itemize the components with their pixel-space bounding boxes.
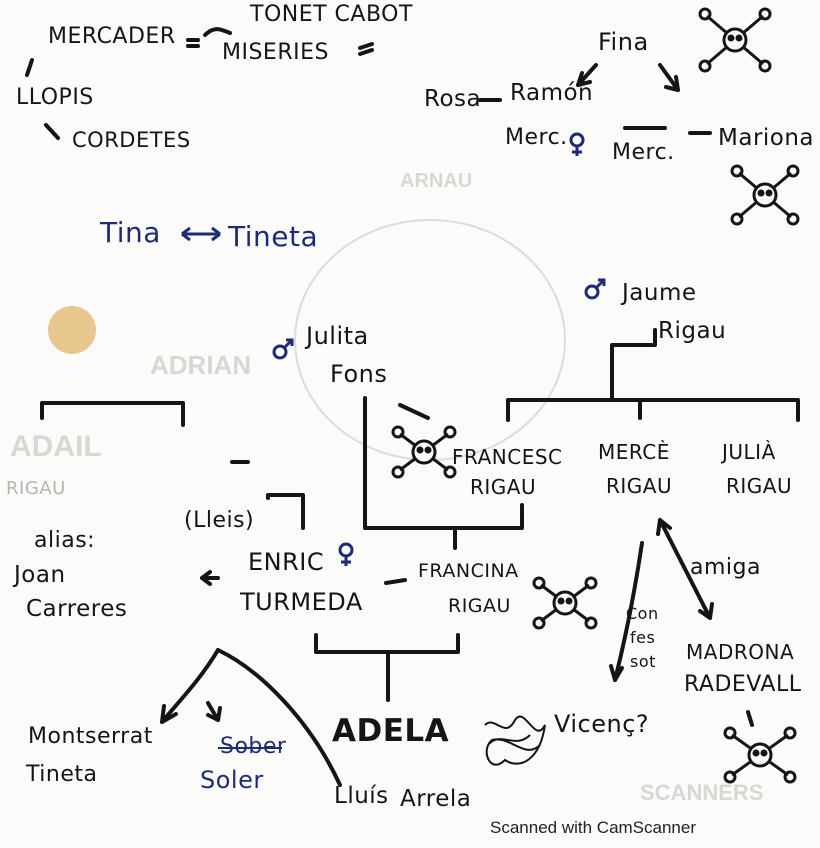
- scribble-icon: [485, 717, 545, 765]
- label-joan: Joan: [14, 562, 66, 588]
- label-rigau-left: RIGAU: [6, 478, 66, 499]
- label-julia-rigau: RIGAU: [726, 474, 792, 498]
- label-tineta-top: Tineta: [228, 220, 318, 253]
- label-mariona: Mariona: [718, 125, 814, 151]
- label-fons: Fons: [330, 360, 387, 388]
- label-sot: sot: [630, 652, 656, 671]
- paper-dot: [48, 306, 96, 354]
- label-julia: JULIÀ: [722, 440, 776, 464]
- female-symbol-icon: [340, 544, 352, 566]
- enric-francina-dash: [386, 580, 405, 583]
- label-miseries: MISERIES: [222, 40, 329, 65]
- label-lleis: (Lleis): [184, 508, 254, 533]
- female-symbol-icon: [571, 134, 583, 156]
- madrona-dash: [748, 712, 752, 725]
- label-tineta-bottom: Tineta: [26, 762, 97, 787]
- label-jaume: Jaume: [622, 280, 697, 306]
- llopis-cordetes-line: [46, 125, 58, 138]
- label-enric: ENRIC: [248, 548, 324, 576]
- label-merce: MERCÈ: [598, 440, 670, 464]
- label-francesc-rigau: RIGAU: [470, 475, 536, 499]
- tonet-arc: [205, 29, 230, 35]
- label-tina: Tina: [100, 216, 161, 249]
- rigau-children-bracket: [508, 400, 798, 420]
- label-cordetes: CORDETES: [72, 128, 191, 152]
- mercader-equals: [188, 40, 198, 46]
- label-rosa: Rosa: [424, 86, 481, 112]
- sober-arrow: [208, 703, 220, 720]
- julita-dash: [400, 405, 428, 418]
- label-julita: Julita: [306, 322, 369, 350]
- label-ramon: Ramón: [510, 80, 593, 106]
- label-llopis: LLOPIS: [16, 85, 94, 110]
- label-merc-left: Merc.: [505, 125, 568, 150]
- enric-lluis-line: [218, 650, 340, 785]
- label-carreres: Carreres: [26, 596, 127, 622]
- label-francina-rigau: RIGAU: [448, 595, 511, 617]
- jaume-stem: [612, 330, 655, 400]
- label-madrona: MADRONA: [686, 640, 794, 664]
- label-con: Con: [626, 604, 659, 623]
- label-montserrat: Montserrat: [28, 724, 153, 749]
- male-symbol-icon: [586, 280, 604, 298]
- label-radevall: RADEVALL: [684, 672, 802, 697]
- double-arrow-icon: [182, 228, 220, 240]
- skull-and-crossbones-icon: [700, 9, 770, 71]
- label-soler: Soler: [200, 766, 264, 794]
- label-tonet-cabot: TONET CABOT: [250, 2, 413, 27]
- label-rigau-top: Rigau: [658, 318, 726, 344]
- mercader-llopis-line: [27, 60, 32, 75]
- label-merce-rigau: RIGAU: [606, 474, 672, 498]
- lleis-bracket: [268, 495, 303, 528]
- label-turmeda: TURMEDA: [240, 588, 363, 616]
- label-lluis: Lluís: [334, 783, 389, 809]
- label-merc-right: Merc.: [612, 140, 675, 165]
- label-francesc: FRANCESC: [452, 445, 563, 469]
- skull-and-crossbones-icon: [534, 578, 596, 628]
- label-francina: FRANCINA: [418, 560, 519, 582]
- label-mercader: MERCADER: [48, 24, 176, 49]
- skull-and-crossbones-icon: [732, 166, 798, 224]
- label-fina: Fina: [598, 28, 649, 56]
- label-adela: ADELA: [332, 713, 449, 749]
- miseries-equals: [360, 44, 372, 54]
- left-bracket: [42, 403, 183, 425]
- label-sober: Sober: [220, 734, 286, 759]
- alias-arrow: [202, 572, 218, 584]
- label-fes: fes: [630, 628, 655, 647]
- scanner-watermark: Scanned with CamScanner: [490, 818, 696, 838]
- label-vicenc: Vicenç?: [554, 710, 649, 738]
- adela-bracket: [316, 635, 458, 652]
- label-amiga: amiga: [690, 555, 761, 580]
- enric-montserrat-arrow: [162, 650, 218, 722]
- skull-and-crossbones-icon: [725, 728, 795, 782]
- label-alias: alias:: [34, 528, 95, 553]
- skull-and-crossbones-icon: [393, 427, 455, 477]
- male-symbol-icon: [274, 340, 292, 358]
- fina-arrow-right: [660, 65, 678, 90]
- label-arrela: Arrela: [400, 786, 471, 812]
